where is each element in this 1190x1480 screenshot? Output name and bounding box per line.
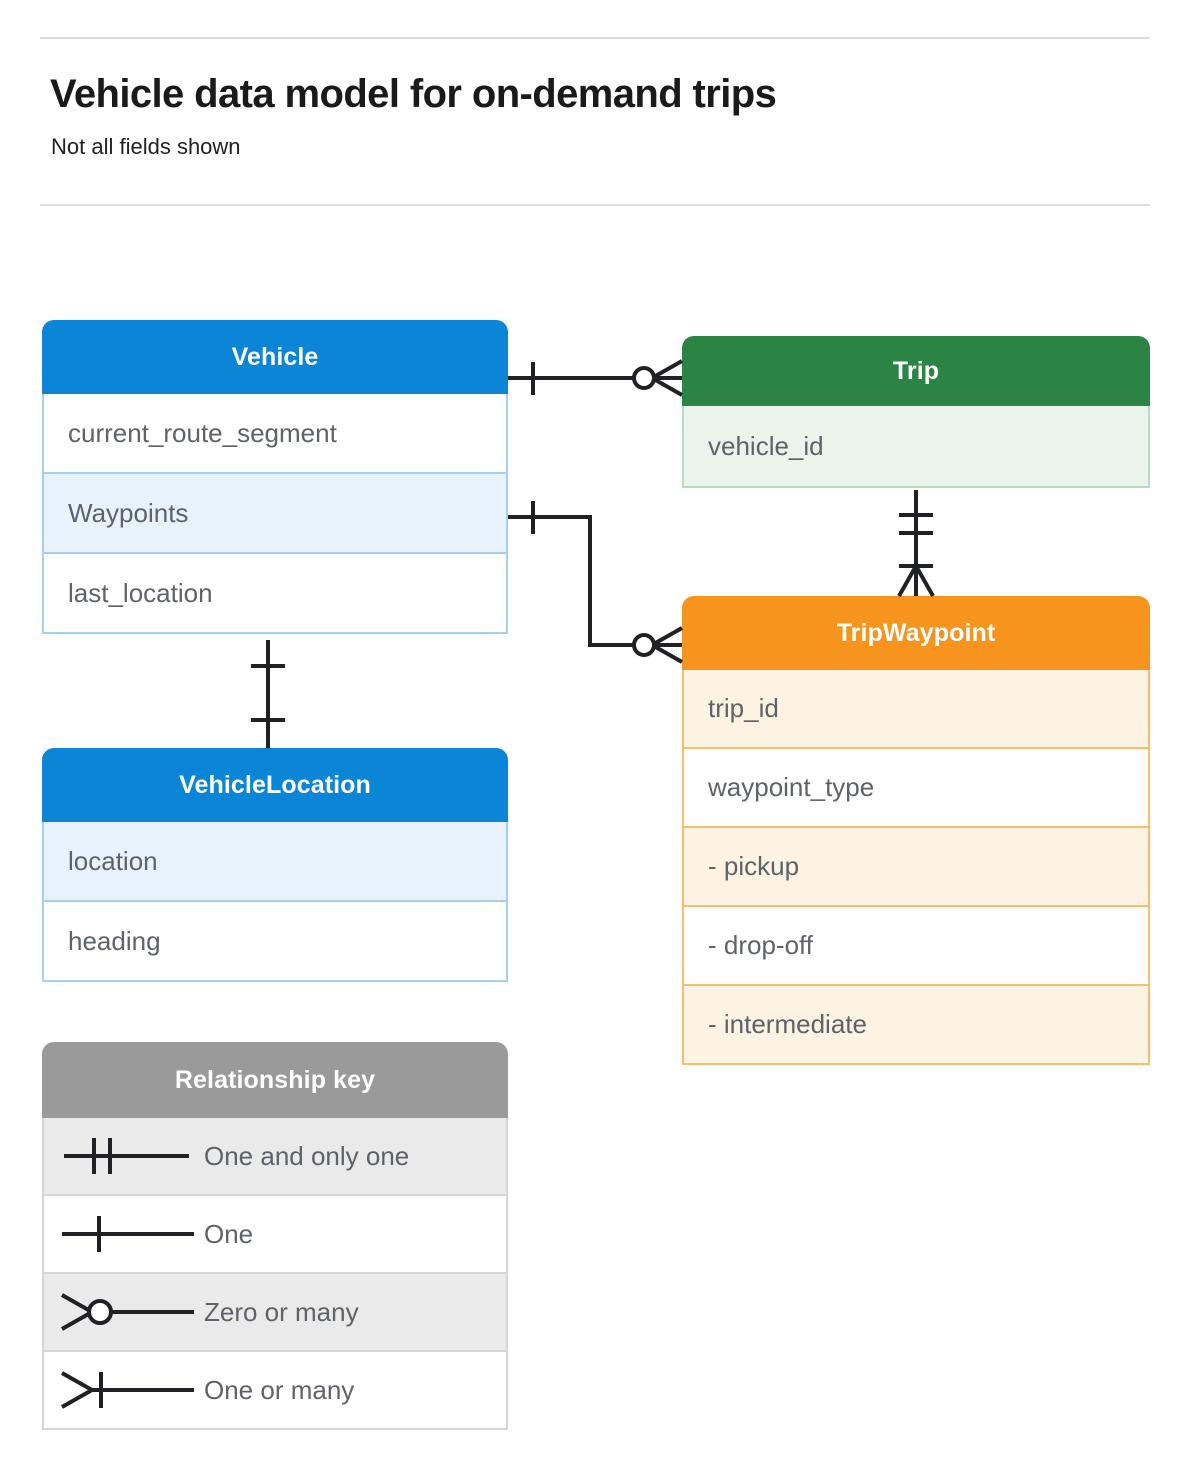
- legend-label-one: One: [204, 1218, 254, 1249]
- entity-vehicle-location-title: VehicleLocation: [42, 748, 508, 822]
- legend-item-one-and-only-one: One and only one: [42, 1118, 508, 1196]
- relationship-key-legend: Relationship key One and only one One Ze…: [42, 1042, 508, 1430]
- entity-trip-waypoint[interactable]: TripWaypoint trip_id waypoint_type - pic…: [682, 596, 1150, 1065]
- entity-trip-waypoint-field-2: - pickup: [682, 828, 1150, 907]
- entity-trip-waypoint-field-3: - drop-off: [682, 907, 1150, 986]
- legend-item-one-or-many: One or many: [42, 1352, 508, 1430]
- top-divider: [40, 37, 1150, 39]
- entity-trip-waypoint-field-1: waypoint_type: [682, 749, 1150, 828]
- entity-trip-waypoint-field-0: trip_id: [682, 670, 1150, 749]
- entity-vehicle[interactable]: Vehicle current_route_segment Waypoints …: [42, 320, 508, 634]
- entity-trip[interactable]: Trip vehicle_id: [682, 336, 1150, 488]
- entity-trip-title: Trip: [682, 336, 1150, 406]
- legend-item-one: One: [42, 1196, 508, 1274]
- legend-label-one-or-many: One or many: [204, 1374, 355, 1405]
- entity-trip-waypoint-title: TripWaypoint: [682, 596, 1150, 670]
- entity-vehicle-location-field-1: heading: [42, 902, 508, 982]
- one-symbol: [62, 1216, 194, 1252]
- entity-vehicle-field-2: last_location: [42, 554, 508, 634]
- page-subtitle: Not all fields shown: [51, 134, 241, 159]
- zero-or-many-symbol: [61, 1293, 194, 1331]
- entity-vehicle-field-0: current_route_segment: [42, 394, 508, 474]
- entity-vehicle-field-1: Waypoints: [42, 474, 508, 554]
- entity-vehicle-location-field-0: location: [42, 822, 508, 902]
- legend-item-zero-or-many: Zero or many: [42, 1274, 508, 1352]
- entity-trip-waypoint-field-4: - intermediate: [682, 986, 1150, 1065]
- connector-waypoints-to-tripwaypoint: [508, 501, 683, 664]
- connector-vehicle-to-vehiclelocation: [251, 640, 285, 748]
- entity-vehicle-location[interactable]: VehicleLocation location heading: [42, 748, 508, 982]
- legend-label-one-and-only-one: One and only one: [204, 1140, 410, 1171]
- connector-trip-to-tripwaypoint: [897, 490, 935, 597]
- bottom-divider: [40, 204, 1150, 206]
- connector-vehicle-to-trip: [508, 359, 683, 397]
- one-and-only-one-symbol: [64, 1138, 189, 1174]
- legend-title: Relationship key: [42, 1042, 508, 1118]
- entity-vehicle-title: Vehicle: [42, 320, 508, 394]
- entity-trip-field-0: vehicle_id: [682, 406, 1150, 488]
- page-title: Vehicle data model for on-demand trips: [50, 72, 777, 116]
- one-or-many-symbol: [61, 1371, 194, 1409]
- legend-label-zero-or-many: Zero or many: [204, 1296, 359, 1327]
